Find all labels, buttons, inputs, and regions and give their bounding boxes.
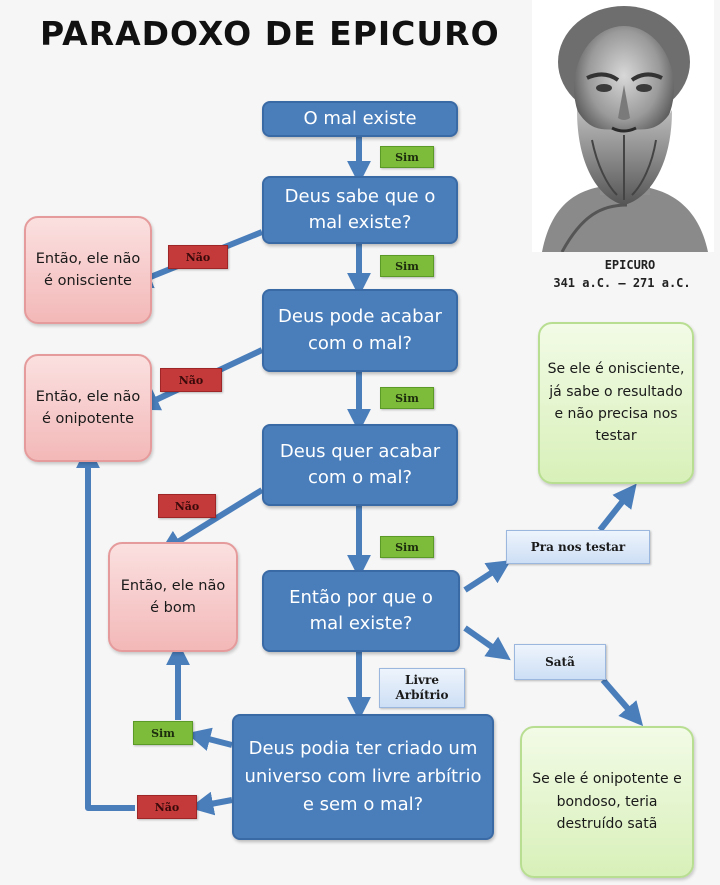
question-god-can: Deus pode acabar com o mal? bbox=[262, 289, 458, 372]
label-yes-2: Sim bbox=[380, 255, 434, 277]
arrow-q5-test bbox=[463, 560, 512, 593]
arrow-q4-no bbox=[158, 487, 264, 554]
portrait-caption-name: EPICURO bbox=[604, 258, 656, 272]
rebuttal-testing: Se ele é onisciente, já sabe o resultado… bbox=[538, 322, 694, 484]
arrow-q6-no bbox=[189, 791, 233, 816]
label-satan: Satã bbox=[514, 644, 606, 680]
conclusion-not-omnipotent: Então, ele não é onipotente bbox=[24, 354, 152, 462]
arrow-satan-rebuttal bbox=[600, 678, 644, 727]
label-yes-3: Sim bbox=[380, 387, 434, 409]
label-no-2: Não bbox=[160, 368, 222, 392]
arrow-test-rebuttal bbox=[597, 483, 637, 532]
arrow-no-not-omnipotent bbox=[76, 444, 135, 811]
rebuttal-satan: Se ele é onipotente e bondoso, teria des… bbox=[520, 726, 694, 878]
label-yes-4: Sim bbox=[380, 536, 434, 558]
question-free-will-universe: Deus podia ter criado um universo com li… bbox=[232, 714, 494, 840]
label-no-1: Não bbox=[168, 245, 228, 269]
conclusion-not-omniscient: Então, ele não é onisciente bbox=[24, 216, 152, 324]
page-title: PARADOXO DE EPICURO bbox=[40, 14, 500, 53]
label-no-3: Não bbox=[158, 494, 216, 518]
label-free-will: Livre Arbítrio bbox=[379, 668, 465, 708]
label-to-test: Pra nos testar bbox=[506, 530, 650, 564]
epicurus-portrait bbox=[532, 0, 714, 252]
arrow-q6-yes bbox=[186, 727, 233, 751]
question-god-wants: Deus quer acabar com o mal? bbox=[262, 424, 458, 506]
label-yes-5: Sim bbox=[133, 721, 193, 745]
bust-image bbox=[532, 0, 714, 252]
conclusion-not-good: Então, ele não é bom bbox=[108, 542, 238, 652]
label-no-4: Não bbox=[137, 795, 197, 819]
question-why-evil: Então por que o mal existe? bbox=[262, 570, 460, 652]
arrow-q5-satan bbox=[463, 625, 511, 661]
question-god-knows: Deus sabe que o mal existe? bbox=[262, 176, 458, 244]
question-evil-exists: O mal existe bbox=[262, 101, 458, 137]
label-yes-1: Sim bbox=[380, 146, 434, 168]
portrait-caption-dates: 341 a.C. — 271 a.C. bbox=[553, 276, 691, 290]
